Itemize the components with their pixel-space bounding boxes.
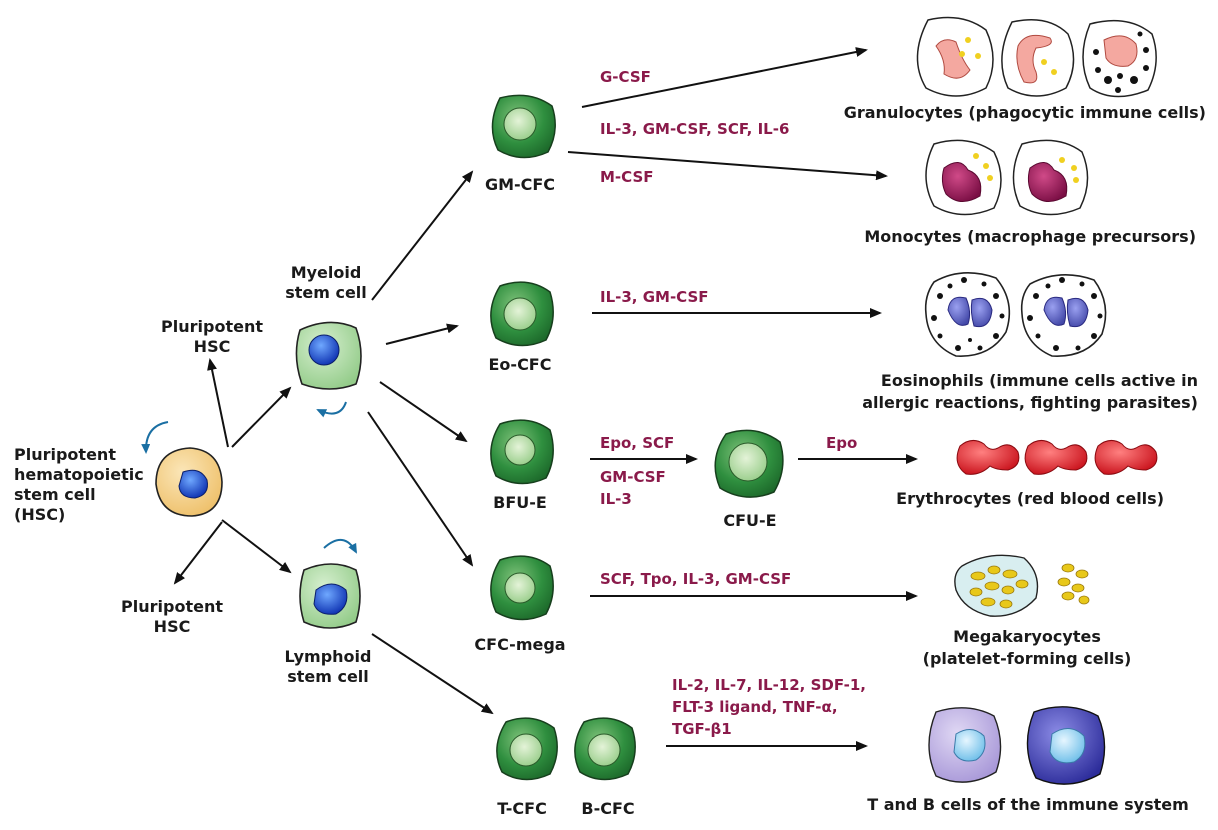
arrow-to-monocytes	[567, 151, 888, 181]
myeloid-label: Myeloid	[291, 263, 362, 282]
lower-pluripotent-hsc-label: HSC	[154, 617, 191, 636]
eosinophil-cells	[924, 272, 1107, 357]
eo-cfc-cell	[490, 281, 554, 347]
cytokine-gm-mix: IL-3, GM-CSF, SCF, IL-6	[600, 120, 789, 138]
monocyte-cells	[925, 139, 1089, 216]
cytokine-g-csf: G-CSF	[600, 68, 651, 86]
megakaryocytes-label: Megakaryocytes	[953, 627, 1101, 646]
upper-pluripotent-hsc-label: Pluripotent	[161, 317, 263, 336]
arrow-myeloid-to-gm-cfc	[371, 170, 474, 301]
arrow-to-granulocytes	[581, 47, 868, 108]
hsc-label-line: Pluripotent	[14, 445, 116, 464]
cytokine-bfu-e-2: GM-CSF	[600, 468, 666, 486]
hsc-label-line: (HSC)	[14, 505, 65, 524]
arrow-myeloid-to-cfc-mega	[367, 411, 474, 567]
lymphoid-label: Lymphoid	[285, 647, 372, 666]
megakaryocyte-cells	[954, 554, 1090, 617]
eosinophils-label: Eosinophils (immune cells active in	[881, 371, 1198, 390]
cytokine-bfu-e-1: Epo, SCF	[600, 434, 674, 452]
self-renewal-arrow-icon	[141, 421, 169, 454]
cytokine-eo: IL-3, GM-CSF	[600, 288, 709, 306]
arrow-myeloid-to-eo-cfc	[385, 323, 459, 345]
arrow-hsc-to-lymphoid	[221, 519, 292, 574]
arrow-myeloid-to-bfu-e	[379, 381, 468, 443]
granulocytes-label: Granulocytes (phagocytic immune cells)	[844, 103, 1206, 122]
cytokine-lymph-1: IL-2, IL-7, IL-12, SDF-1,	[672, 676, 866, 694]
cfc-mega-label: CFC-mega	[474, 635, 565, 654]
megakaryocytes-label: (platelet-forming cells)	[923, 649, 1132, 668]
myeloid-label: stem cell	[285, 283, 367, 302]
gm-cfc-cell	[491, 94, 556, 159]
gm-cfc-label: GM-CFC	[485, 175, 555, 194]
cytokine-lymph-3: TGF-β1	[672, 720, 732, 738]
platelets	[1057, 563, 1090, 605]
erythrocyte-cells	[956, 440, 1158, 475]
cytokine-m-csf: M-CSF	[600, 168, 654, 186]
t-b-cells	[928, 706, 1106, 785]
cytokine-mega: SCF, Tpo, IL-3, GM-CSF	[600, 570, 791, 588]
cfu-e-cell	[714, 429, 784, 498]
hsc-label-line: stem cell	[14, 485, 96, 504]
hsc-label: Pluripotent hematopoietic stem cell (HSC…	[14, 445, 144, 524]
arrow-hsc-to-lower-hsc	[173, 521, 223, 585]
lower-pluripotent-hsc-label: Pluripotent	[121, 597, 223, 616]
t-b-cells-label: T and B cells of the immune system	[867, 795, 1189, 814]
bfu-e-label: BFU-E	[493, 493, 547, 512]
cytokine-bfu-e-3: IL-3	[600, 490, 632, 508]
b-cfc-label: B-CFC	[581, 799, 634, 818]
t-cfc-cell	[496, 717, 558, 781]
self-renewal-arrow-icon	[323, 539, 357, 554]
cfu-e-label: CFU-E	[723, 511, 776, 530]
t-cfc-label: T-CFC	[497, 799, 547, 818]
erythrocytes-label: Erythrocytes (red blood cells)	[896, 489, 1164, 508]
hsc-cell	[141, 421, 223, 517]
arrows	[173, 47, 918, 751]
myeloid-stem-cell	[295, 321, 362, 418]
upper-pluripotent-hsc-label: HSC	[194, 337, 231, 356]
cytokine-lymph-2: FLT-3 ligand, TNF-α,	[672, 698, 838, 716]
eosinophils-label: allergic reactions, fighting parasites)	[862, 393, 1198, 412]
b-cfc-cell	[574, 717, 636, 781]
cytokine-cfu-e: Epo	[826, 434, 857, 452]
monocytes-label: Monocytes (macrophage precursors)	[864, 227, 1196, 246]
lymphoid-label: stem cell	[287, 667, 369, 686]
eo-cfc-label: Eo-CFC	[489, 355, 552, 374]
bfu-e-cell	[490, 419, 554, 485]
cfc-mega-cell	[490, 555, 554, 621]
lymphoid-stem-cell	[299, 539, 361, 629]
hsc-label-line: hematopoietic	[14, 465, 144, 484]
arrow-lymphoid-to-t-cfc	[371, 633, 494, 715]
granulocyte-cells	[916, 16, 1157, 98]
arrow-hsc-to-myeloid	[231, 386, 292, 448]
arrow-hsc-to-upper-hsc	[207, 358, 229, 448]
self-renewal-arrow-icon	[316, 401, 347, 418]
